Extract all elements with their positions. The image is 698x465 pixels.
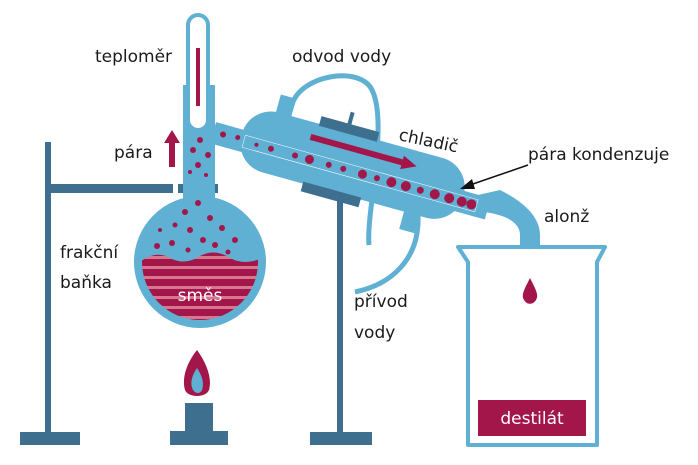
label-flask-1: frakční bbox=[60, 243, 119, 263]
burner bbox=[170, 350, 228, 445]
beaker bbox=[456, 245, 607, 447]
water-in-hose bbox=[354, 214, 421, 295]
vapor-bubbles bbox=[154, 137, 238, 255]
drop-icon bbox=[522, 278, 538, 304]
condenser bbox=[210, 94, 491, 234]
flow-arrow bbox=[309, 134, 417, 170]
label-distillate: destilát bbox=[500, 409, 564, 429]
thermometer bbox=[186, 13, 210, 132]
label-vapor: pára bbox=[114, 143, 153, 163]
vapor-up-arrow bbox=[164, 130, 180, 167]
label-water-in-2: vody bbox=[354, 323, 395, 343]
distillate-liquid bbox=[478, 400, 586, 436]
label-thermometer: teploměr bbox=[95, 47, 172, 67]
condensing-droplets bbox=[220, 131, 477, 210]
label-flask-2: baňka bbox=[60, 273, 112, 293]
condenses-pointer bbox=[460, 164, 529, 189]
fractional-flask bbox=[134, 85, 266, 328]
label-water-out: odvod vody bbox=[292, 47, 391, 67]
mixture-liquid bbox=[142, 252, 258, 320]
label-vapor-condenses: pára kondenzuje bbox=[528, 145, 669, 165]
label-mixture: směs bbox=[178, 286, 223, 306]
label-water-in-1: přívod bbox=[354, 292, 408, 312]
label-adapter: alonž bbox=[544, 207, 589, 227]
adapter bbox=[478, 190, 540, 252]
condenser-stand bbox=[310, 190, 372, 445]
